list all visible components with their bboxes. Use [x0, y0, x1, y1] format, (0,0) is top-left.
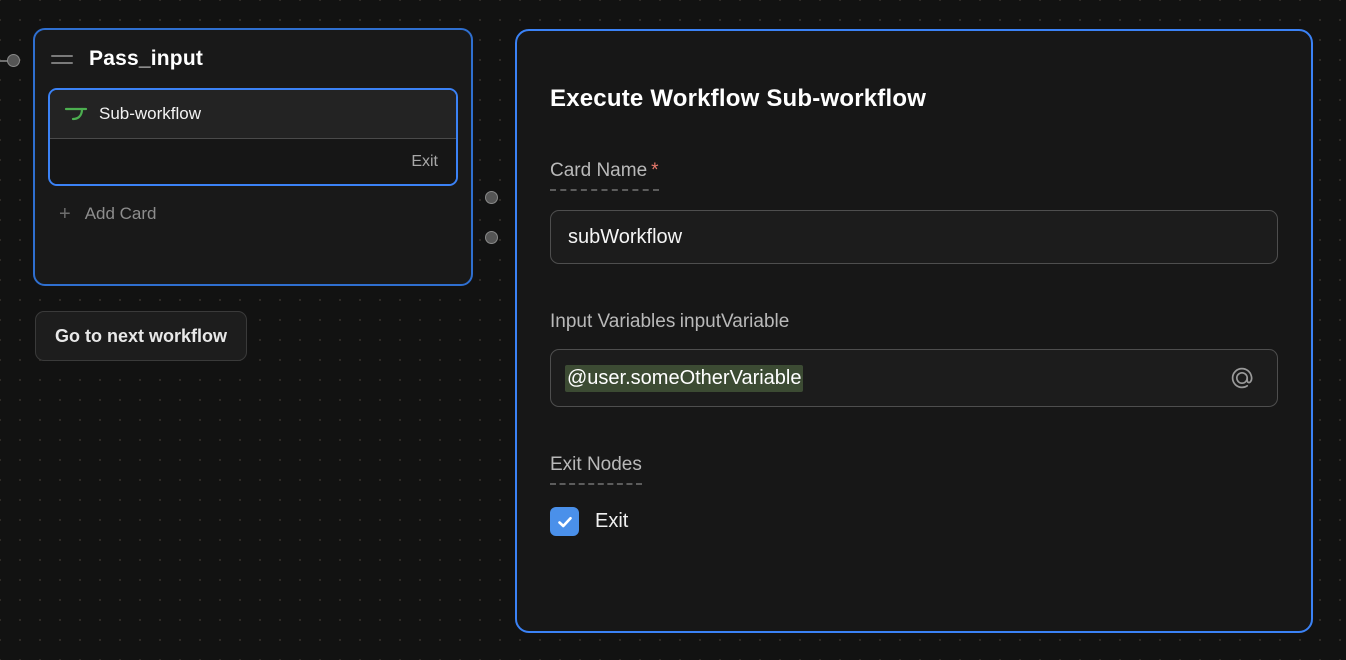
- panel-title: Execute Workflow Sub-workflow: [550, 85, 927, 112]
- node-output-handle-1[interactable]: [485, 191, 498, 204]
- node-input-handle[interactable]: [7, 54, 20, 67]
- card-divider: [50, 138, 456, 139]
- sub-workflow-icon: [64, 105, 88, 123]
- card-exit-row[interactable]: Exit: [50, 139, 456, 184]
- properties-panel: Execute Workflow Sub-workflow Card Name*…: [515, 29, 1313, 633]
- card-row[interactable]: Sub-workflow: [50, 90, 456, 138]
- card-name-field-group: Card Name* subWorkflow: [550, 113, 1278, 264]
- node-title: Pass_input: [89, 47, 204, 70]
- node-header: Pass_input: [35, 30, 471, 88]
- card-label: Sub-workflow: [99, 104, 202, 123]
- drag-handle-icon[interactable]: [51, 52, 73, 66]
- variable-token: @user.someOtherVariable: [565, 364, 804, 392]
- card-name-input[interactable]: subWorkflow: [550, 210, 1278, 264]
- go-to-next-workflow-button[interactable]: Go to next workflow: [35, 311, 248, 361]
- input-variables-label: Input Variables: [550, 311, 676, 332]
- exit-node-option-row[interactable]: Exit: [550, 507, 1278, 536]
- exit-checkbox[interactable]: [550, 507, 579, 536]
- input-variables-section: Input Variables inputVariable @user.some…: [550, 264, 1278, 407]
- exit-nodes-section: Exit Nodes Exit: [550, 407, 1278, 536]
- required-marker: *: [651, 160, 659, 181]
- plus-icon: +: [59, 203, 71, 225]
- node-card-sub-workflow[interactable]: Sub-workflow Exit: [48, 88, 458, 186]
- node-output-handle-2[interactable]: [485, 231, 498, 244]
- at-icon[interactable]: [1227, 363, 1257, 393]
- add-card-label: Add Card: [84, 204, 157, 223]
- exit-nodes-label: Exit Nodes: [550, 454, 642, 485]
- exit-checkbox-label: Exit: [595, 510, 629, 532]
- workflow-node-pass-input[interactable]: Pass_input Sub-workflow Exit + Add Card: [33, 28, 473, 286]
- card-name-label: Card Name*: [550, 160, 659, 191]
- add-card-button[interactable]: + Add Card: [35, 186, 471, 224]
- input-variable-name-label: inputVariable: [679, 311, 790, 332]
- card-exit-label: Exit: [411, 152, 438, 170]
- input-variable-field[interactable]: @user.someOtherVariable: [550, 349, 1278, 407]
